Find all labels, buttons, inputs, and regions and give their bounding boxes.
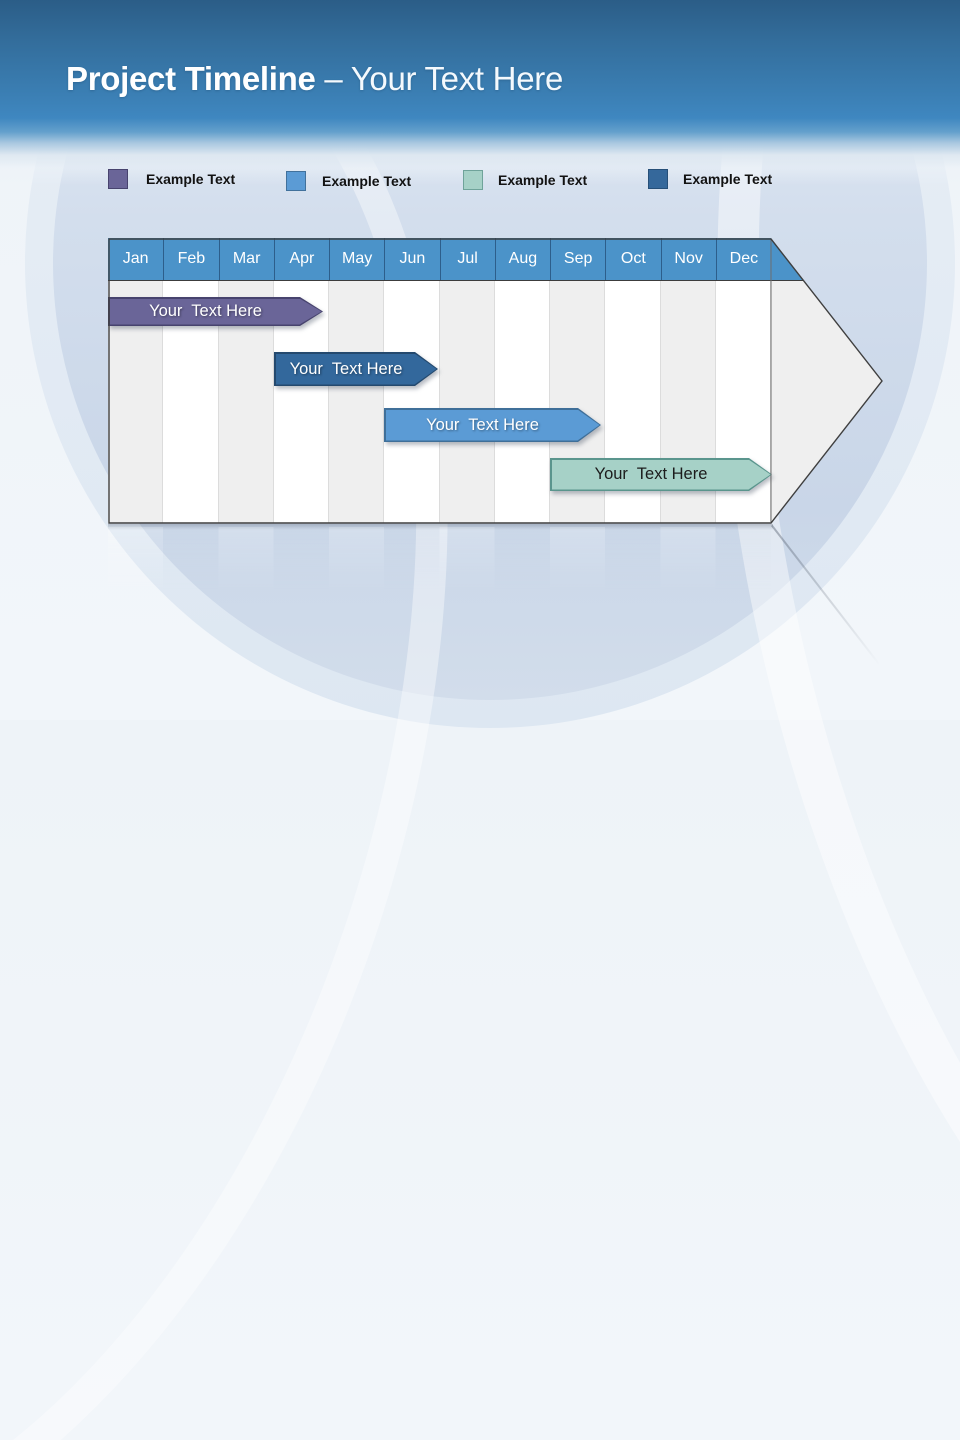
arrow-reflection-line — [771, 525, 880, 666]
legend-swatch-darkblue — [648, 169, 668, 189]
month-header-cell-mar[interactable]: Mar — [218, 238, 274, 280]
legend-item-blue[interactable]: Example Text — [286, 171, 411, 191]
month-header-cell-oct[interactable]: Oct — [605, 238, 660, 280]
timeline-bar-3[interactable]: Your Text Here — [384, 408, 601, 442]
month-header-cell-jun[interactable]: Jun — [384, 238, 439, 280]
table-reflection — [108, 527, 771, 597]
timeline-bar-3-fill: Your Text Here — [386, 410, 600, 441]
timeline-bar-1-fill: Your Text Here — [110, 299, 322, 325]
timeline-chart[interactable]: Jan Feb Mar Apr May Jun Jul Aug Sep Oct … — [108, 238, 884, 524]
legend-swatch-purple — [108, 169, 128, 189]
month-header-cell-nov[interactable]: Nov — [660, 238, 716, 280]
month-header-row: Jan Feb Mar Apr May Jun Jul Aug Sep Oct … — [108, 238, 882, 281]
slide-title-main: Project Timeline — [66, 60, 316, 97]
legend-swatch-blue — [286, 171, 306, 191]
month-header-cell-jul[interactable]: Jul — [439, 238, 495, 280]
legend-label: Example Text — [146, 171, 236, 187]
timeline-bar-2-fill: Your Text Here — [276, 354, 437, 385]
timeline-bar-4[interactable]: Your Text Here — [550, 458, 772, 491]
month-header-cell-dec[interactable]: Dec — [715, 238, 771, 280]
legend-item-darkblue[interactable]: Example Text — [648, 169, 772, 189]
timeline-arrow-body: Jan Feb Mar Apr May Jun Jul Aug Sep Oct … — [108, 238, 882, 523]
timeline-bar-1[interactable]: Your Text Here — [108, 297, 323, 326]
month-header-cell-feb[interactable]: Feb — [163, 238, 218, 280]
legend-item-purple[interactable]: Example Text — [108, 169, 235, 189]
timeline-bar-4-border: Your Text Here — [550, 458, 772, 491]
timeline-bar-1-border: Your Text Here — [108, 297, 323, 326]
legend-label: Example Text — [683, 171, 773, 187]
month-header-cell-jan[interactable]: Jan — [122, 250, 149, 267]
timeline-bar-4-fill: Your Text Here — [552, 460, 771, 490]
bar-label: Your Text Here — [289, 359, 403, 378]
month-header-cell-sep[interactable]: Sep — [550, 238, 605, 280]
legend-label: Example Text — [322, 173, 412, 189]
month-header-cell-aug[interactable]: Aug — [494, 238, 550, 280]
table-bottom-shadow — [108, 524, 773, 530]
legend-item-teal[interactable]: Example Text — [463, 170, 587, 190]
month-header-cell-may[interactable]: May — [329, 238, 384, 280]
timeline-bar-2-border: Your Text Here — [274, 352, 438, 386]
background-swoosh-left — [0, 0, 638, 1440]
timeline-bar-3-border: Your Text Here — [384, 408, 601, 442]
legend-label: Example Text — [498, 172, 588, 188]
bar-label: Your Text Here — [426, 415, 539, 434]
background-swoosh-right — [559, 0, 960, 1440]
timeline-bar-2[interactable]: Your Text Here — [274, 352, 438, 386]
legend-swatch-teal — [463, 170, 483, 190]
slide-title-subtitle: – Your Text Here — [324, 60, 563, 97]
slide-title[interactable]: Project Timeline – Your Text Here — [66, 60, 563, 98]
bar-label: Your Text Here — [149, 302, 262, 320]
bar-label: Your Text Here — [594, 465, 708, 483]
month-header-cell-apr[interactable]: Apr — [273, 238, 329, 280]
